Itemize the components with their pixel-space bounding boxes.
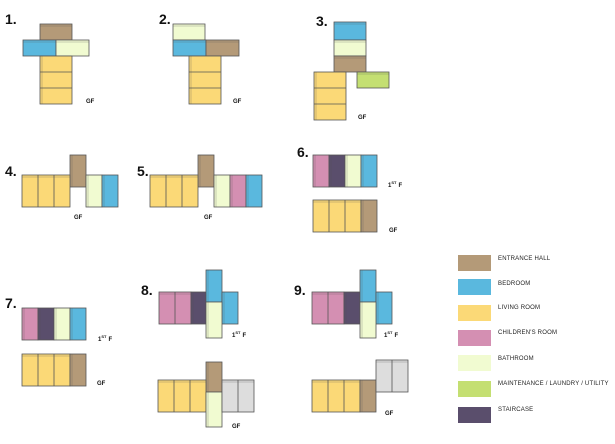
labels: 1. 2. 3. 4. 5. 6. 7. 8. 9. GF GF GF GF G… bbox=[5, 11, 402, 430]
room-o2-entrance bbox=[205, 39, 240, 57]
floor-label-gf-6: GF bbox=[389, 228, 398, 234]
floor-label-gf-5: GF bbox=[204, 215, 213, 221]
legend-label-children: CHILDREN'S ROOM bbox=[498, 330, 557, 336]
room-o6-children bbox=[312, 154, 330, 188]
option-number-4: 4. bbox=[5, 163, 17, 179]
legend-swatch-bathroom bbox=[458, 355, 491, 371]
room-o7-bathroom bbox=[53, 307, 71, 341]
room-o1-living bbox=[39, 55, 73, 105]
room-o4-entrance bbox=[69, 154, 87, 188]
floor-label-gf-9: GF bbox=[385, 411, 394, 417]
room-o9-staircase bbox=[343, 291, 361, 325]
option-number-1: 1. bbox=[5, 11, 17, 27]
room-o3-maintenance bbox=[356, 71, 390, 89]
room-o8-bedroom-right bbox=[221, 291, 239, 325]
room-o6-living bbox=[312, 199, 362, 233]
room-o2-bedroom bbox=[172, 39, 207, 57]
legend: ENTRANCE HALL BEDROOM LIVING ROOM CHILDR… bbox=[458, 255, 609, 423]
option-number-3: 3. bbox=[316, 13, 328, 29]
room-o3-living bbox=[313, 71, 347, 121]
legend-swatch-maintenance bbox=[458, 381, 491, 397]
legend-swatch-bedroom bbox=[458, 279, 491, 295]
room-o9-bedroom-right bbox=[375, 291, 393, 325]
room-o3-bedroom bbox=[333, 21, 367, 41]
legend-label-bathroom: BATHROOM bbox=[498, 356, 534, 362]
room-o6-bedroom bbox=[360, 154, 378, 188]
legend-swatch-living bbox=[458, 305, 491, 321]
floor-label-gf-3: GF bbox=[358, 115, 367, 121]
floor-label-1f-9: 1STF bbox=[384, 330, 398, 339]
room-o8-bathroom-1f bbox=[205, 301, 223, 339]
room-o1-entrance bbox=[39, 23, 73, 41]
room-o5-bathroom bbox=[213, 174, 231, 208]
room-o7-living bbox=[21, 353, 71, 387]
option-number-9: 9. bbox=[294, 282, 306, 298]
room-o8-living bbox=[157, 379, 207, 413]
room-o8-bathroom-gf bbox=[205, 391, 223, 428]
room-o3-entrance bbox=[333, 55, 367, 73]
floor-label-1f-7: 1STF bbox=[98, 334, 112, 343]
option-number-6: 6. bbox=[297, 144, 309, 160]
legend-swatch-entrance bbox=[458, 255, 491, 271]
legend-label-maintenance: MAINTENANCE / LAUNDRY / UTILITY bbox=[498, 381, 609, 387]
room-o5-bedroom bbox=[245, 174, 263, 208]
room-o8-entrance bbox=[205, 361, 223, 393]
room-blocks bbox=[21, 21, 409, 428]
legend-label-entrance: ENTRANCE HALL bbox=[498, 256, 551, 262]
room-o4-living bbox=[21, 174, 71, 208]
room-o6-entrance bbox=[360, 199, 378, 233]
room-o5-living bbox=[149, 174, 199, 208]
legend-swatch-children bbox=[458, 330, 491, 346]
room-o8-utility bbox=[221, 379, 255, 413]
room-o9-bedroom-top bbox=[359, 269, 377, 303]
floor-label-gf-2: GF bbox=[233, 99, 242, 105]
room-o6-staircase bbox=[328, 154, 346, 188]
option-number-8: 8. bbox=[141, 282, 153, 298]
legend-swatch-staircase bbox=[458, 407, 491, 423]
floor-label-1f-6: 1STF bbox=[388, 180, 402, 189]
option-number-2: 2. bbox=[159, 11, 171, 27]
room-o7-staircase bbox=[37, 307, 55, 341]
room-o8-staircase bbox=[190, 291, 207, 325]
room-o5-entrance bbox=[197, 154, 215, 188]
room-o7-children bbox=[21, 307, 39, 341]
room-o9-entrance bbox=[359, 379, 377, 413]
legend-label-bedroom: BEDROOM bbox=[498, 281, 530, 287]
legend-label-staircase: STAIRCASE bbox=[498, 407, 533, 413]
floor-label-gf-8: GF bbox=[232, 424, 241, 430]
room-o9-bathroom-1f bbox=[359, 301, 377, 339]
room-o8-bedroom-top bbox=[205, 269, 223, 303]
room-o1-bathroom bbox=[55, 39, 90, 57]
room-o9-living bbox=[311, 379, 361, 413]
room-o7-bedroom bbox=[69, 307, 87, 341]
room-o6-bathroom bbox=[344, 154, 362, 188]
option-number-5: 5. bbox=[137, 163, 149, 179]
room-o8-children bbox=[158, 291, 192, 325]
option-number-7: 7. bbox=[5, 295, 17, 311]
room-o2-living bbox=[188, 55, 222, 105]
floor-label-1f-8: 1STF bbox=[232, 330, 246, 339]
floor-label-gf-4: GF bbox=[74, 215, 83, 221]
room-o7-entrance bbox=[69, 353, 87, 387]
room-o9-utility bbox=[375, 359, 409, 393]
room-o4-bedroom bbox=[101, 174, 119, 208]
room-o1-bedroom bbox=[22, 39, 57, 57]
room-o9-children bbox=[311, 291, 345, 325]
room-o5-children bbox=[229, 174, 247, 208]
room-o2-bathroom bbox=[172, 23, 206, 41]
floor-label-gf-1: GF bbox=[86, 99, 95, 105]
legend-label-living: LIVING ROOM bbox=[498, 305, 540, 311]
floor-label-gf-7: GF bbox=[97, 381, 106, 387]
room-o4-bathroom bbox=[85, 174, 103, 208]
room-o3-bathroom bbox=[333, 39, 367, 57]
